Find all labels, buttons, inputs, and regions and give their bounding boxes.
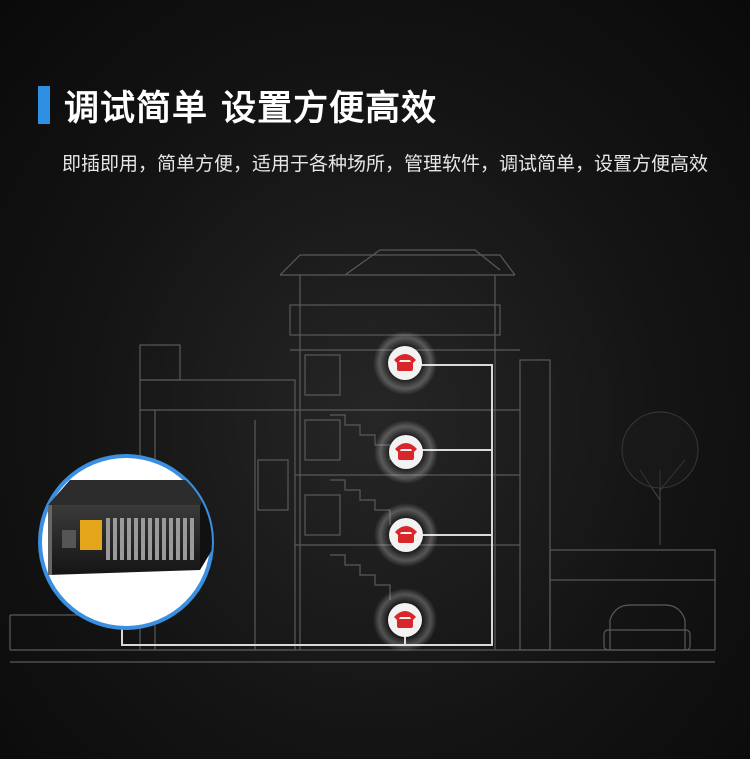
rack-device-image — [48, 480, 212, 575]
device-badge — [38, 454, 214, 630]
page-title: 调试简单 设置方便高效 — [64, 89, 438, 129]
house-outline — [9, 249, 716, 663]
telephone-icon — [394, 611, 416, 628]
telephone-group-4 — [373, 588, 437, 652]
title-accent-bar — [38, 86, 50, 124]
page-description: 即插即用，简单方便，适用于各种场所，管理软件，调试简单，设置方便高效 — [62, 153, 709, 175]
telephone-group-2 — [374, 420, 438, 484]
telephone-icon — [395, 526, 417, 543]
telephone-group-1 — [373, 331, 437, 395]
telephone-icon — [395, 443, 417, 460]
tree-illustration — [621, 411, 699, 545]
telephone-group-3 — [374, 503, 438, 567]
telephone-icon — [394, 354, 416, 371]
